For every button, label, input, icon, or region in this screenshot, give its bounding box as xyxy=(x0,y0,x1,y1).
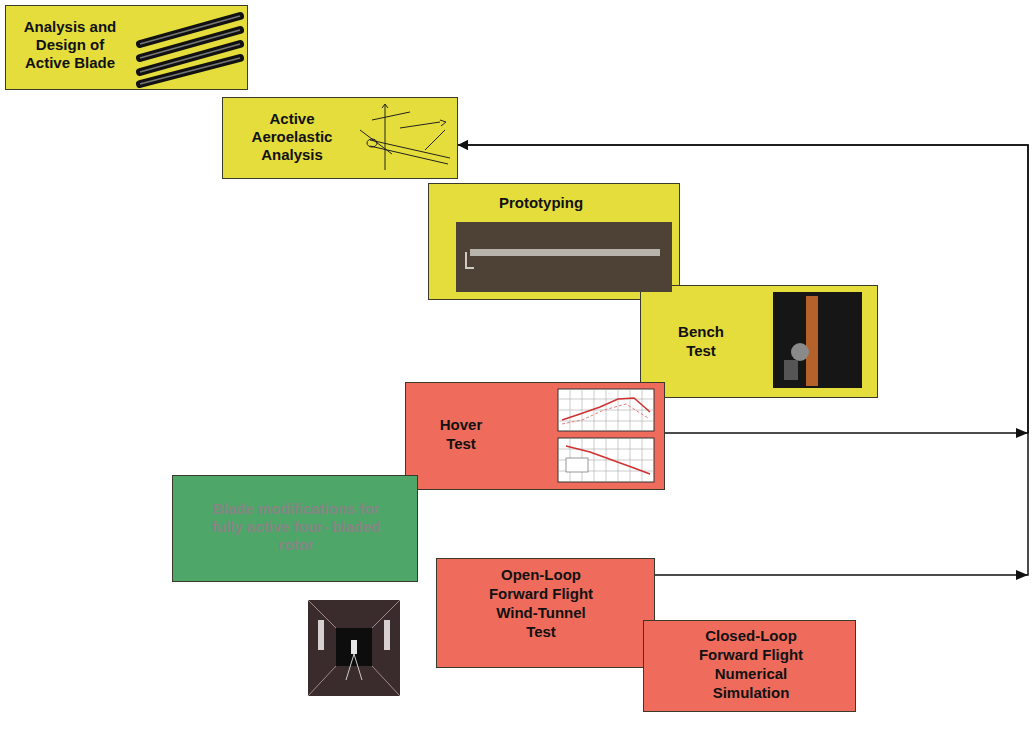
feedback-arrow xyxy=(458,145,1028,575)
box-label: Analysis and Design of Active Blade xyxy=(14,18,126,72)
process-box: Prototyping xyxy=(428,183,680,300)
wind-tunnel-photo xyxy=(308,600,400,696)
process-box: Bench Test xyxy=(640,285,878,398)
merge-arrowhead xyxy=(1016,428,1028,438)
box-label: Hover Test xyxy=(426,415,496,453)
process-box: Open-Loop Forward Flight Wind-Tunnel Tes… xyxy=(436,558,655,668)
process-box: Hover Test xyxy=(405,382,665,490)
box-label: Blade modifications for fully active fou… xyxy=(208,500,384,554)
process-box: Closed-Loop Forward Flight Numerical Sim… xyxy=(643,620,856,712)
merge-arrowhead xyxy=(1016,570,1028,580)
box-label: Active Aeroelastic Analysis xyxy=(237,110,347,164)
box-label: Open-Loop Forward Flight Wind-Tunnel Tes… xyxy=(482,565,600,641)
box-label: Closed-Loop Forward Flight Numerical Sim… xyxy=(692,626,810,702)
box-label: Bench Test xyxy=(666,322,736,360)
process-box: Blade modifications for fully active fou… xyxy=(172,475,418,582)
process-box: Active Aeroelastic Analysis xyxy=(222,97,458,179)
process-box: Analysis and Design of Active Blade xyxy=(5,5,248,90)
box-label: Prototyping xyxy=(466,194,616,212)
